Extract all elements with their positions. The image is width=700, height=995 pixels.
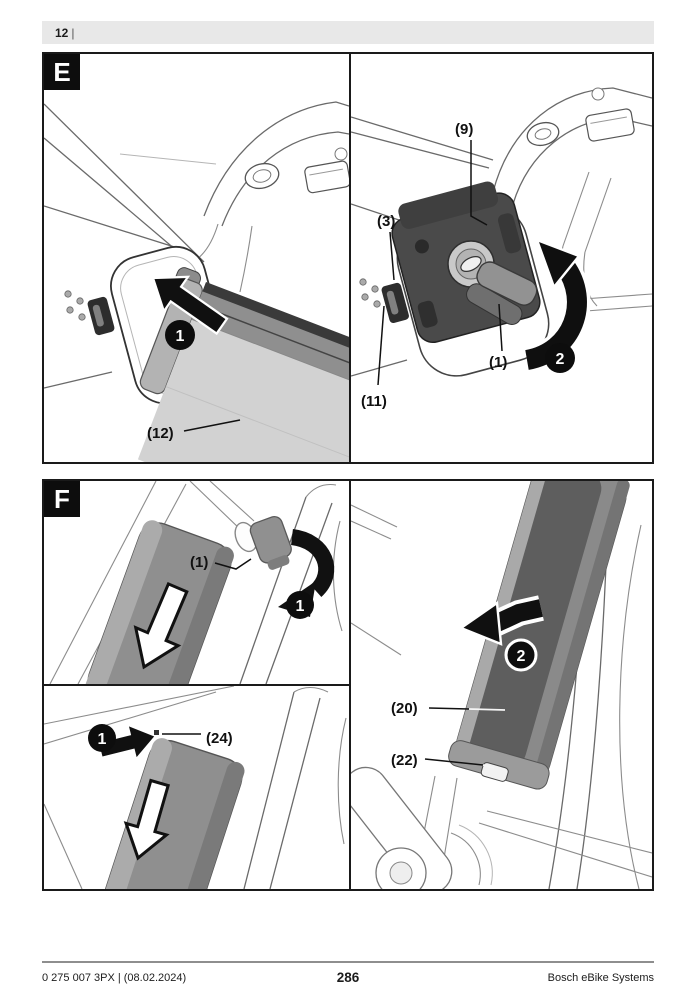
step-1-badge: 1 — [88, 724, 116, 752]
figure-f: F — [42, 479, 654, 891]
figure-e-right-illustration: 2 (9) (3) (11) (1) — [351, 87, 652, 410]
figure-f-top-left-illustration: 1 (1) — [49, 481, 343, 684]
step-2-number: 2 — [556, 351, 565, 368]
mount-slot — [87, 296, 115, 336]
mount-holes — [64, 290, 86, 321]
figure-f-bottom-left-illustration: 1 (24) — [44, 686, 347, 889]
footer-doc-code: 0 275 007 3PX | (08.02.2024) — [42, 972, 187, 984]
step-2-number: 2 — [517, 648, 526, 665]
callout-20-label: (20) — [391, 700, 418, 717]
key-lever — [466, 261, 538, 325]
rotate-key-arrow-icon — [523, 237, 591, 374]
figure-f-right-pane: 2 (20) (22) — [351, 481, 652, 889]
figure-e-right-pane: 2 (9) (3) (11) (1) — [351, 54, 652, 462]
callout-3: (3) — [377, 213, 395, 281]
callout-1: (1) — [190, 554, 252, 571]
cover-slide-arrow-icon — [133, 581, 189, 670]
step-1-badge: 1 — [165, 320, 195, 350]
latch-tab — [480, 762, 509, 782]
figure-e-left-pane: 1 (12) — [44, 54, 351, 462]
callout-24: (24) — [162, 730, 233, 747]
callout-20: (20) — [391, 700, 506, 717]
step-1-number: 1 — [296, 598, 305, 615]
header-separator: | — [71, 25, 75, 40]
step-1-badge: 1 — [286, 591, 314, 619]
key-knob — [234, 515, 292, 570]
callout-11-label: (11) — [361, 393, 387, 410]
figure-f-letter: F — [54, 483, 70, 514]
slide-direction-arrow-icon — [151, 275, 229, 336]
callout-9: (9) — [455, 121, 488, 226]
footer-page-number: 286 — [336, 970, 360, 985]
callout-12-label: (12) — [147, 425, 174, 442]
press-point-dot — [154, 730, 159, 735]
callout-11: (11) — [361, 305, 387, 410]
figure-f-top-left-pane: 1 (1) — [44, 481, 349, 686]
figure-f-label: F — [44, 481, 80, 517]
figure-e-left-illustration: 1 (12) — [44, 101, 349, 462]
battery-cover — [85, 520, 234, 684]
callout-1-label: (1) — [489, 354, 507, 371]
cover-slide-arrow-icon — [123, 778, 171, 861]
callout-24-label: (24) — [206, 730, 233, 747]
callout-12: (12) — [147, 419, 241, 442]
footer-divider — [42, 961, 654, 963]
figure-e-label: E — [44, 54, 80, 90]
callout-22: (22) — [391, 752, 495, 769]
header-page-number: 12 — [55, 25, 69, 40]
figure-f-right-illustration: 2 (20) (22) — [351, 481, 652, 889]
callout-9-label: (9) — [455, 121, 473, 138]
crank-arm — [351, 766, 453, 889]
figure-e: E — [42, 52, 654, 464]
remove-direction-arrow-icon — [458, 595, 544, 646]
callout-22-label: (22) — [391, 752, 418, 769]
step-1-number: 1 — [176, 328, 185, 345]
battery-pack — [448, 481, 630, 790]
callout-1-label: (1) — [190, 554, 208, 571]
figure-f-bottom-left-pane: 1 (24) — [44, 686, 349, 889]
bike-frame-line-art — [44, 686, 347, 889]
bike-frame-line-art — [351, 87, 652, 313]
step-2-badge: 2 — [504, 638, 538, 672]
footer-brand: Bosch eBike Systems — [547, 972, 654, 984]
bike-frame-line-art — [351, 481, 652, 889]
step-2-badge: 2 — [545, 343, 575, 373]
figure-e-letter: E — [53, 56, 71, 87]
page-header: 12 | — [42, 21, 654, 44]
step-1-number: 1 — [98, 731, 107, 748]
callout-1: (1) — [489, 303, 507, 371]
callout-3-label: (3) — [377, 213, 395, 230]
page-footer: 0 275 007 3PX | (08.02.2024) 286 Bosch e… — [42, 970, 654, 990]
battery-cover — [100, 738, 245, 889]
figure-f-left-column: 1 (1) — [44, 481, 351, 889]
